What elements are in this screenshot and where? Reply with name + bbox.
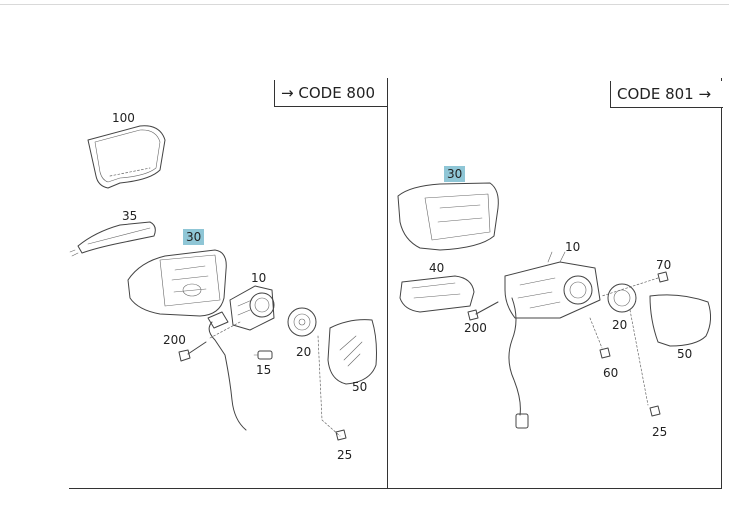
part-label-60: 60 — [603, 366, 619, 380]
part-label-30-highlighted: 30 — [444, 166, 466, 182]
part-50-glass-right — [649, 294, 712, 347]
part-30-housing-left — [127, 249, 227, 317]
part-label-50: 50 — [677, 347, 693, 361]
arrow-right-icon: → — [281, 84, 294, 102]
part-label-50: 50 — [352, 380, 368, 394]
part-label-20: 20 — [612, 318, 628, 332]
part-200-screw-right — [467, 301, 499, 321]
part-40-drawing — [399, 275, 475, 313]
part-label-100: 100 — [112, 111, 135, 125]
panel-code-801 — [387, 78, 722, 489]
part-50-glass-left — [327, 319, 377, 385]
code-800-label: → CODE 800 — [274, 80, 387, 107]
part-25-screw-left — [317, 335, 347, 441]
arrow-right-icon: → — [698, 85, 712, 103]
part-label-15: 15 — [256, 363, 272, 377]
part-200-screw-left — [178, 341, 207, 362]
part-35-drawing — [69, 221, 156, 257]
part-25-screw-right — [629, 309, 661, 417]
part-60-screw — [589, 317, 611, 359]
part-label-10: 10 — [565, 240, 581, 254]
part-10-drawing-right — [504, 251, 601, 319]
part-label-40: 40 — [429, 261, 445, 275]
part-30-housing-right — [397, 182, 499, 251]
part-20-disc-right — [607, 283, 637, 313]
part-label-25: 25 — [652, 425, 668, 439]
part-label-35: 35 — [122, 209, 138, 223]
part-label-200: 200 — [163, 333, 186, 347]
part-100-drawing — [87, 125, 166, 189]
top-divider — [0, 4, 729, 5]
part-20-disc-left — [287, 307, 317, 337]
part-15-drawing — [253, 350, 273, 360]
code-801-label: CODE 801 → — [610, 81, 723, 108]
panel-code-800 — [69, 78, 388, 489]
part-label-10: 10 — [251, 271, 267, 285]
cable-left — [207, 311, 247, 431]
part-label-200: 200 — [464, 321, 487, 335]
part-label-30-highlighted: 30 — [183, 229, 205, 245]
part-label-20: 20 — [296, 345, 312, 359]
cable-right — [508, 297, 529, 429]
part-10-drawing-left — [209, 285, 275, 339]
part-label-25: 25 — [337, 448, 353, 462]
part-label-70: 70 — [656, 258, 672, 272]
